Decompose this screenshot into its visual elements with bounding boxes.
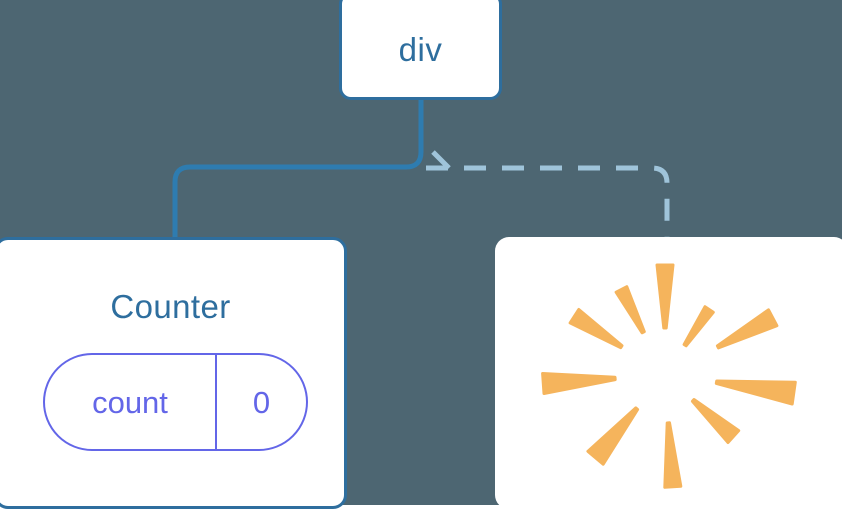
sparkle-ray-5	[663, 421, 683, 489]
sparkle-ray-7	[541, 372, 617, 395]
sparkle-ray-6	[586, 406, 640, 466]
sparkle-ray-1	[682, 305, 715, 348]
state-value-label: 0	[252, 384, 271, 420]
node-sparkle[interactable]	[495, 237, 842, 509]
state-pill-divider	[215, 355, 217, 449]
edge-branch-tick	[431, 150, 451, 170]
state-pill[interactable]: count 0	[43, 353, 308, 451]
node-div-title: div	[398, 30, 443, 68]
sparkle-ray-0	[655, 263, 675, 330]
sparkle-ray-4	[690, 398, 741, 444]
sparkle-ray-9	[614, 285, 646, 335]
sparkle-ray-8	[568, 308, 624, 350]
edge-div-to-sparkle	[426, 165, 670, 240]
node-counter-title: Counter	[110, 288, 231, 325]
edge-div-to-counter	[172, 100, 424, 240]
node-counter[interactable]: Counter count 0	[0, 237, 347, 509]
sparkle-ray-2	[715, 308, 779, 350]
sparkle-burst-icon	[541, 263, 797, 489]
node-div[interactable]: div	[339, 0, 502, 100]
sparkle-ray-3	[714, 379, 797, 406]
state-key-label: count	[92, 384, 168, 420]
